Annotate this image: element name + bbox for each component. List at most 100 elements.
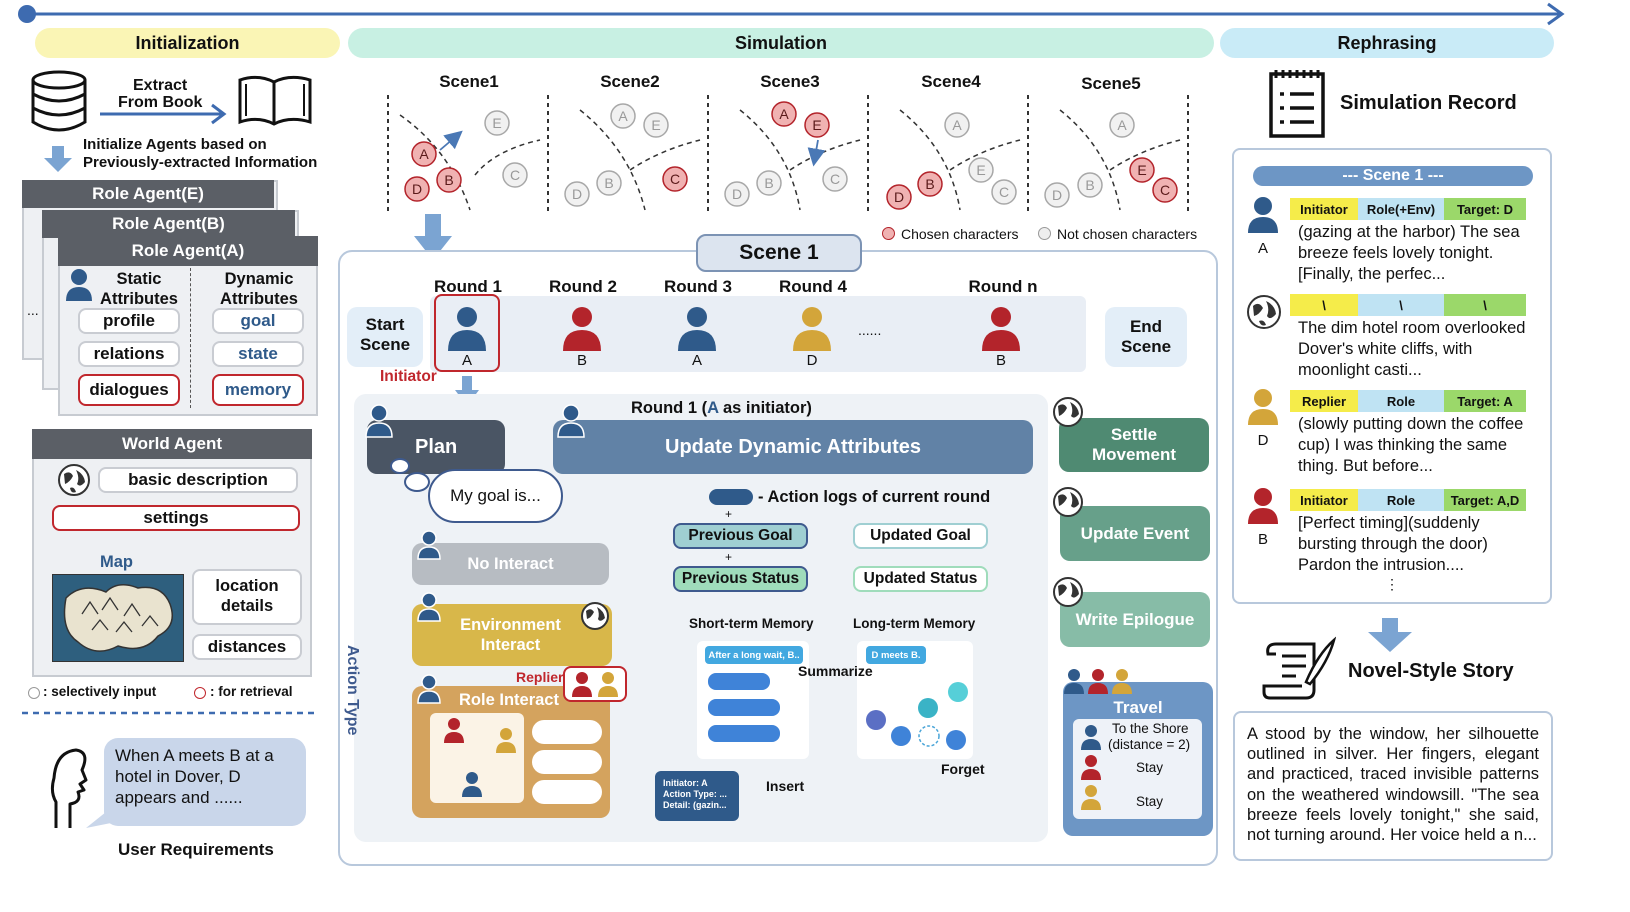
short-term-memory-label: Short-term Memory xyxy=(689,616,814,631)
settle-label-1: Settle xyxy=(1110,425,1158,444)
settle-label-2: Movement xyxy=(1091,445,1177,464)
attr-settings: settings xyxy=(52,505,300,531)
action-type-label: Action Type xyxy=(344,645,361,736)
rounds-strip xyxy=(430,296,1086,372)
round-label-1: Round 1 xyxy=(434,277,502,296)
role-stack-dots: ... xyxy=(27,302,39,318)
scene2-char-b xyxy=(596,170,622,196)
record-text: [Perfect timing](suddenly bursting throu… xyxy=(1298,514,1488,574)
scene4-char-label-a: A xyxy=(952,117,962,133)
plus-sign-2: + xyxy=(725,550,733,564)
update-person-icon xyxy=(557,404,585,438)
scene-label-5: Scene5 xyxy=(1081,74,1141,93)
role-interact-person-icon xyxy=(417,674,441,704)
replier-label: Replier xyxy=(516,669,564,685)
env-person-icon xyxy=(417,592,441,622)
env-interact-label-1: Environment xyxy=(460,616,561,634)
role-agent-a-title: Role Agent(A) xyxy=(58,236,318,266)
round-char-3: A xyxy=(691,352,702,369)
record-person-icon xyxy=(1248,389,1278,425)
scene1-char-label-c: C xyxy=(510,167,520,183)
role-interact-label: Role Interact xyxy=(459,691,559,709)
not-chosen-legend-icon xyxy=(1038,227,1051,240)
initiator-highlight xyxy=(434,294,500,372)
scene1-char-label-d: D xyxy=(412,181,422,197)
scene2-char-label-b: B xyxy=(604,175,613,191)
user-request-bubble xyxy=(104,738,306,826)
goal-thought-bubble: My goal is... xyxy=(428,469,563,523)
round-label-2: Round 2 xyxy=(549,277,617,296)
scene3-char-e xyxy=(804,112,830,138)
round-person-icons xyxy=(448,307,1020,351)
user-head-icon xyxy=(50,748,88,828)
speech-bubble-2 xyxy=(532,750,602,774)
role-agent-e-title: Role Agent(E) xyxy=(22,180,274,208)
record-who: D xyxy=(1257,432,1269,449)
scene2-char-e xyxy=(643,112,669,138)
scene-label-2: Scene2 xyxy=(600,72,660,91)
scene1-char-a xyxy=(411,141,437,167)
scene4-char-label-e: E xyxy=(976,162,985,178)
previous-status-box: Previous Status xyxy=(673,566,808,592)
round-person-icon-3 xyxy=(678,307,716,351)
round-label-n: Round n xyxy=(968,277,1038,296)
role-agent-b-title: Role Agent(B) xyxy=(42,210,295,238)
quill-scroll-icon xyxy=(1262,636,1336,700)
scene1-char-label-a: A xyxy=(419,146,429,162)
record-who: B xyxy=(1257,531,1268,548)
long-term-memory-label: Long-term Memory xyxy=(853,616,976,631)
travel-detail-people-icons xyxy=(1081,725,1101,810)
scene1-char-label-b: B xyxy=(444,172,453,188)
clipboard-icon xyxy=(1269,70,1325,138)
location-details-box xyxy=(192,569,302,625)
scene3-char-label-e: E xyxy=(812,117,821,133)
scene4-char-a xyxy=(944,112,970,138)
rounds-ellipsis: ...... xyxy=(858,322,882,338)
attr-dialogues: dialogues xyxy=(78,374,180,406)
not-chosen-legend: Not chosen characters xyxy=(1057,226,1198,242)
scene3-char-c xyxy=(822,166,848,192)
scene-down-arrow-icon xyxy=(414,214,452,260)
record-tag: Role(+Env) xyxy=(1358,198,1444,220)
agent-a-person-icon xyxy=(66,269,92,301)
speech-bubble-3 xyxy=(532,780,602,804)
record-tag: Role xyxy=(1358,390,1444,412)
legend-gray-circle-icon xyxy=(28,687,40,699)
user-request-line-3: appears and ...... xyxy=(115,788,243,807)
scene1-char-d xyxy=(404,176,430,202)
environment-interact-box xyxy=(412,604,612,666)
scene3-char-label-a: A xyxy=(779,106,789,122)
scene1-char-e xyxy=(484,110,510,136)
scene5-char-d xyxy=(1044,182,1070,208)
stm-bar-2 xyxy=(708,699,780,716)
scene1-char-c xyxy=(502,162,528,188)
scene2-char-d xyxy=(564,181,590,207)
user-requirements-caption: User Requirements xyxy=(118,840,274,859)
map-image xyxy=(52,574,184,662)
record-person-icon xyxy=(1248,488,1278,524)
scene4-char-c xyxy=(991,179,1017,205)
scene5-char-label-b: B xyxy=(1085,177,1094,193)
legend-selectively-input: : selectively input xyxy=(43,684,157,699)
round1-header: Round 1 (A as initiator) xyxy=(631,399,812,417)
update-dynamic-attributes-box: Update Dynamic Attributes xyxy=(553,420,1033,474)
scene2-char-label-c: C xyxy=(670,171,680,187)
round1-down-arrow-icon xyxy=(455,376,479,406)
location-label-2: details xyxy=(220,597,274,615)
scene2-char-a xyxy=(610,103,636,129)
write-epilogue-box: Write Epilogue xyxy=(1060,592,1210,647)
static-label-2: Attributes xyxy=(100,290,178,308)
round-label-3: Round 3 xyxy=(664,277,732,296)
from-book-label: From Book xyxy=(118,94,203,111)
rephrase-down-arrow-icon xyxy=(1368,618,1412,652)
chosen-legend: Chosen characters xyxy=(901,226,1019,242)
ltm-tag: D meets B. xyxy=(866,646,926,664)
record-tag: \ xyxy=(1358,294,1444,316)
user-request-line-2: hotel in Dover, D xyxy=(115,767,241,786)
record-text: The dim hotel room overlooked Dover's wh… xyxy=(1298,319,1526,379)
round-person-icon-2 xyxy=(563,307,601,351)
record-tag: Target: A,D xyxy=(1444,489,1526,511)
